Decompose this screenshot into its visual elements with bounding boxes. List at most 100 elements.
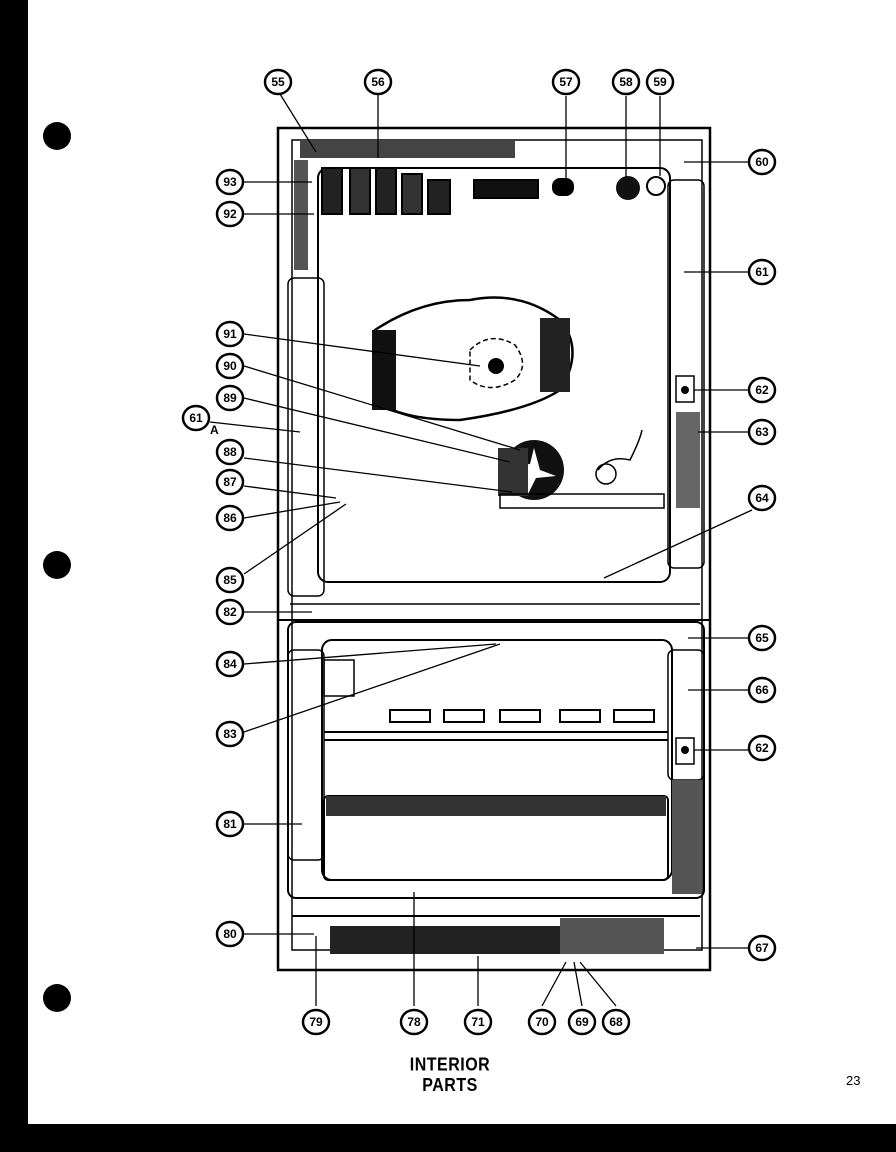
crisper-cover-top — [326, 796, 666, 816]
callout-bubble — [215, 504, 245, 532]
callout-label: 59 — [653, 75, 667, 89]
callout-bubble — [601, 1008, 631, 1036]
bottom-grille — [330, 926, 560, 954]
callout-label: 64 — [755, 491, 769, 505]
freezer-liner — [287, 167, 705, 605]
callout-label: 83 — [223, 727, 237, 741]
vent-slots — [389, 709, 655, 723]
callout-bubble — [215, 468, 245, 496]
callout-93-6: 93 — [215, 168, 245, 196]
callout-label: 65 — [755, 631, 769, 645]
callout-92-7: 92 — [215, 200, 245, 228]
insulation-top — [300, 140, 515, 158]
callout-label: 63 — [755, 425, 769, 439]
callout-label: 90 — [223, 359, 237, 373]
callout-label: 61 — [189, 411, 203, 425]
callout-bubble — [215, 200, 245, 228]
callout-label: 93 — [223, 175, 237, 189]
callout-64-17: 64 — [747, 484, 777, 512]
fan-grille — [498, 448, 528, 496]
callout-56-1: 56 — [363, 68, 393, 96]
callout-bubble — [567, 1008, 597, 1036]
callout-label: 62 — [755, 383, 769, 397]
callout-58-3: 58 — [611, 68, 641, 96]
callout-80-27: 80 — [215, 920, 245, 948]
callout-79-29: 79 — [301, 1008, 331, 1036]
callout-label: 55 — [271, 75, 285, 89]
callout-bubble — [747, 624, 777, 652]
callout-63-14: 63 — [747, 418, 777, 446]
callout-label: 66 — [755, 683, 769, 697]
callout-label: 91 — [223, 327, 237, 341]
callout-88-15: 88 — [215, 438, 245, 466]
callout-61-8: 61 — [747, 258, 777, 286]
callout-bubble — [645, 68, 675, 96]
cutaway-dark-left — [372, 330, 396, 410]
callout-bubble — [215, 720, 245, 748]
callout-bubble — [747, 484, 777, 512]
callout-84-22: 84 — [215, 650, 245, 678]
insulation-left-upper — [294, 160, 308, 270]
callout-60-5: 60 — [747, 148, 777, 176]
diagram-caption: INTERIOR PARTS — [409, 1055, 491, 1096]
binder-hole-top — [43, 122, 71, 150]
callout-bubble — [747, 258, 777, 286]
callout-87-16: 87 — [215, 468, 245, 496]
callout-67-28: 67 — [747, 934, 777, 962]
light-bulb-top — [646, 176, 666, 196]
callout-bubble — [463, 1008, 493, 1036]
callout-label: 81 — [223, 817, 237, 831]
callout-bubble — [215, 168, 245, 196]
binder-hole-bottom — [43, 984, 71, 1012]
callout-66-23: 66 — [747, 676, 777, 704]
callout-label: 70 — [535, 1015, 549, 1029]
callout-59-4: 59 — [645, 68, 675, 96]
callout-82-20: 82 — [215, 598, 245, 626]
callout-bubble — [747, 376, 777, 404]
callout-label: 69 — [575, 1015, 589, 1029]
callout-65-21: 65 — [747, 624, 777, 652]
thermostat-box — [675, 375, 695, 403]
light-socket — [616, 176, 640, 200]
callout-55-0: 55 — [263, 68, 293, 96]
callout-bubble — [181, 404, 211, 432]
cabinet-frame — [276, 126, 712, 972]
callout-89-12: 89 — [215, 384, 245, 412]
sub-label-a: A — [210, 423, 219, 437]
callout-bubble — [215, 320, 245, 348]
light-bulb-wire — [597, 429, 643, 471]
callout-bubble — [363, 68, 393, 96]
callout-71-31: 71 — [463, 1008, 493, 1036]
callout-label: 85 — [223, 573, 237, 587]
callout-90-11: 90 — [215, 352, 245, 380]
callout-label: 57 — [559, 75, 573, 89]
callout-label: 89 — [223, 391, 237, 405]
callout-bubble — [611, 68, 641, 96]
callout-91-9: 91 — [215, 320, 245, 348]
callout-bubble — [215, 598, 245, 626]
callout-bubble — [301, 1008, 331, 1036]
callout-86-18: 86 — [215, 504, 245, 532]
callout-label: 80 — [223, 927, 237, 941]
callout-label: 88 — [223, 445, 237, 459]
callout-bubble — [399, 1008, 429, 1036]
callout-bubble — [747, 676, 777, 704]
grille-hatch — [560, 918, 664, 954]
callout-69-33: 69 — [567, 1008, 597, 1036]
callout-label: 68 — [609, 1015, 623, 1029]
callout-70-32: 70 — [527, 1008, 557, 1036]
callout-bubble — [215, 920, 245, 948]
fan-motor-hub — [488, 358, 504, 374]
fan-motor-outline — [469, 337, 524, 389]
callout-bubble — [747, 418, 777, 446]
cutaway-panel — [373, 296, 574, 422]
callout-label: 56 — [371, 75, 385, 89]
callout-bubble — [551, 68, 581, 96]
evaporator-fins — [321, 167, 539, 215]
callout-label: 67 — [755, 941, 769, 955]
callout-bubble — [527, 1008, 557, 1036]
callout-bubble — [215, 438, 245, 466]
leader-lines — [209, 93, 753, 1007]
callout-68-34: 68 — [601, 1008, 631, 1036]
callout-bubble — [747, 148, 777, 176]
